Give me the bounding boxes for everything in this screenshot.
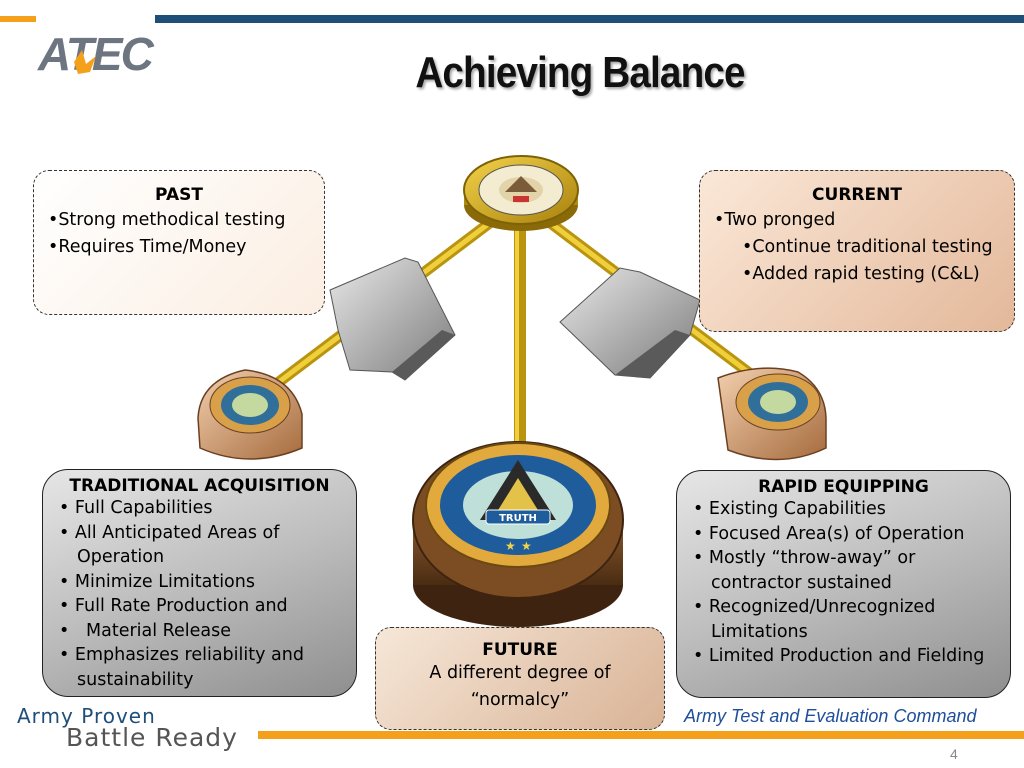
list-item: •Two pronged bbox=[714, 210, 836, 230]
header-blue-bar bbox=[155, 15, 1024, 23]
slogan-battle-ready: Battle Ready bbox=[66, 723, 238, 752]
svg-text:TRUTH: TRUTH bbox=[499, 513, 537, 524]
atec-logo-text: ATEC bbox=[37, 28, 155, 80]
list-item: • All Anticipated Areas of Operation bbox=[59, 522, 280, 568]
arrow-left-icon bbox=[329, 257, 456, 381]
list-item: • Recognized/Unrecognized Limitations bbox=[693, 597, 936, 642]
list-item: • Focused Area(s) of Operation bbox=[693, 523, 965, 544]
list-item: • Minimize Limitations bbox=[59, 571, 255, 592]
svg-text:★: ★ bbox=[505, 539, 516, 553]
list-item: • Mostly “throw-away” or contractor sust… bbox=[693, 548, 916, 593]
left-pan-seal-icon bbox=[197, 369, 303, 460]
atec-center-seal-icon: TRUTH ★ ★ bbox=[412, 441, 624, 627]
future-text: A different degree of “normalcy” bbox=[429, 663, 611, 710]
dept-army-seal-icon bbox=[463, 155, 579, 231]
slide-title: Achieving Balance bbox=[415, 48, 745, 97]
list-item: • Full Capabilities bbox=[59, 498, 213, 518]
rapid-heading: RAPID EQUIPPING bbox=[758, 477, 929, 497]
list-item: • Existing Capabilities bbox=[693, 499, 886, 519]
footer-orange-bar bbox=[258, 731, 1024, 739]
list-item: •Requires Time/Money bbox=[48, 237, 247, 257]
traditional-heading: TRADITIONAL ACQUISITION bbox=[69, 476, 330, 496]
past-box: PAST •Strong methodical testing •Require… bbox=[33, 170, 325, 315]
list-item: • Emphasizes reliability and sustainabil… bbox=[59, 645, 304, 690]
current-heading: CURRENT bbox=[812, 185, 902, 205]
atec-logo: ATEC bbox=[37, 28, 157, 80]
footer-org-name: Army Test and Evaluation Command bbox=[684, 706, 977, 726]
list-item: • Limited Production and Fielding bbox=[693, 646, 985, 666]
past-heading: PAST bbox=[155, 185, 203, 205]
page-number: 4 bbox=[950, 746, 958, 762]
right-pan-seal-icon bbox=[717, 367, 827, 461]
list-item: •Strong methodical testing bbox=[48, 210, 286, 230]
starburst-icon bbox=[74, 50, 96, 74]
traditional-acquisition-box: TRADITIONAL ACQUISITION • Full Capabilit… bbox=[42, 469, 357, 697]
list-item: •Added rapid testing (C&L) bbox=[742, 264, 980, 284]
header-accent-bar bbox=[0, 16, 36, 22]
arrow-right-icon bbox=[559, 267, 701, 379]
future-heading: FUTURE bbox=[482, 640, 558, 660]
current-box: CURRENT •Two pronged •Continue tradition… bbox=[699, 170, 1015, 332]
list-item: • Material Release bbox=[59, 620, 232, 641]
future-box: FUTURE A different degree of “normalcy” bbox=[375, 627, 665, 730]
list-item: •Continue traditional testing bbox=[742, 237, 993, 257]
svg-text:★: ★ bbox=[521, 539, 532, 553]
rapid-equipping-box: RAPID EQUIPPING • Existing Capabilities … bbox=[676, 470, 1011, 698]
slogan-army-proven: Army Proven bbox=[17, 704, 156, 728]
list-item: • Full Rate Production and bbox=[59, 596, 288, 616]
